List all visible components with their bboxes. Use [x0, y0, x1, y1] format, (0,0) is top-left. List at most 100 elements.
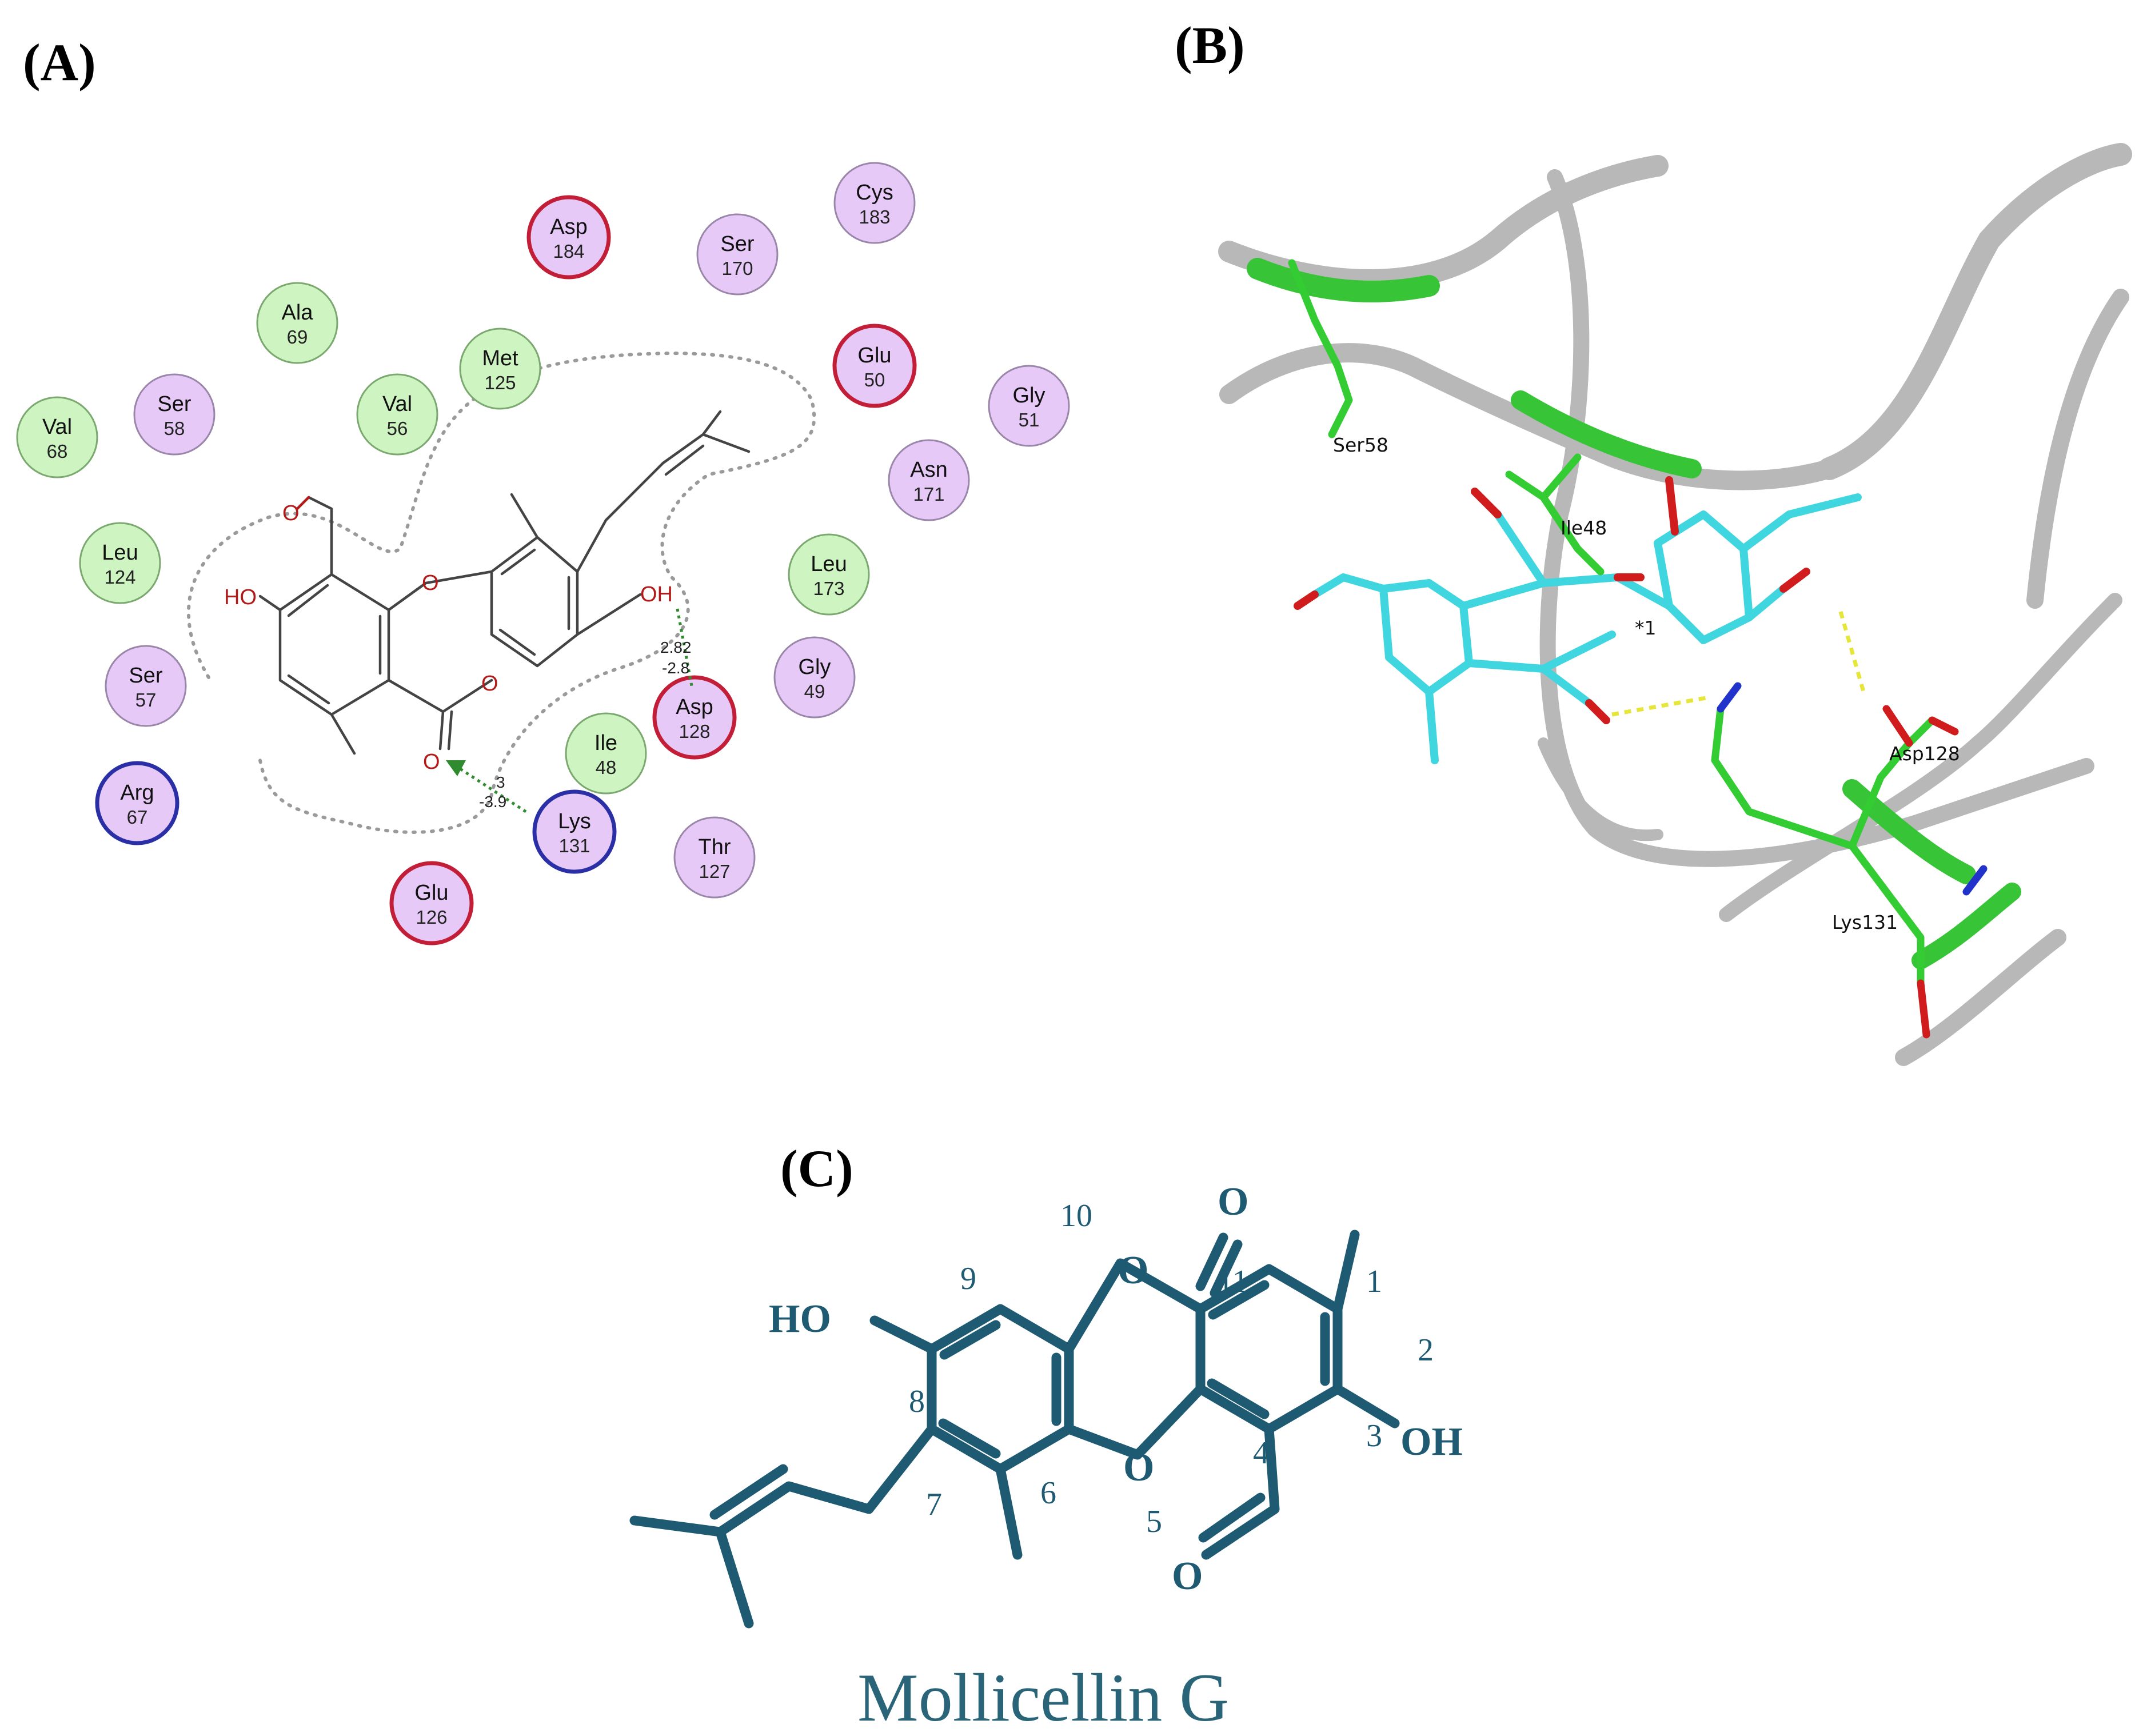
ligand-left-ring [278, 573, 390, 716]
hbond-dashes-3d [1611, 611, 1866, 717]
residue-circle [652, 675, 737, 760]
structure-aldehyde [1201, 1424, 1280, 1560]
residue-name: Leu [102, 541, 138, 565]
residue-name: Ile [594, 731, 617, 755]
atom-number-8: 8 [909, 1384, 925, 1419]
label-lys131: Lys131 [1832, 911, 1898, 933]
residue-heteroatoms [1717, 682, 1988, 1039]
ligand-prenyl-chain [576, 410, 751, 573]
residue-number: 48 [596, 757, 617, 778]
ribbon-2 [1539, 169, 2094, 867]
ribbon-8 [1895, 929, 2066, 1066]
asp-od-stick-1 [1928, 716, 1959, 736]
residue-number: 51 [1019, 409, 1040, 430]
ligand-hydroxyl-bond-left [258, 594, 282, 612]
hbond-arrowhead [446, 760, 466, 776]
ligand-ether-o-label: O [422, 571, 439, 595]
residue-name: Arg [120, 781, 154, 805]
residue-circle [256, 282, 338, 364]
residue-circle [696, 213, 779, 296]
asp-od-stick-2 [1882, 705, 1913, 747]
ribbon-7 [1538, 737, 1663, 841]
binding-pocket-outline [187, 352, 816, 834]
structure-ho-label: HO [769, 1297, 831, 1341]
ligand-aldehyde-bond [307, 496, 333, 576]
ile48-sticks [1505, 453, 1605, 576]
residue-name: Asp [550, 215, 587, 239]
atom-number-11: 11 [1218, 1264, 1248, 1299]
atom-number-7: 7 [926, 1487, 942, 1522]
structure-methyl-1 [1332, 1230, 1360, 1314]
residue-number: 50 [864, 369, 885, 390]
panel-c-label: (C) [780, 1139, 853, 1198]
atom-number-9: 9 [960, 1261, 976, 1296]
atom-number-3: 3 [1366, 1418, 1382, 1454]
residue-name: Glu [857, 344, 891, 368]
distance-label-3: 3 [496, 773, 505, 791]
label-asp128: Asp128 [1889, 743, 1960, 765]
structure-aldehyde-double [1198, 1492, 1266, 1543]
ligand-left-ring-double-bonds [287, 584, 382, 705]
structure-carbonyl-o-label: O [1218, 1180, 1248, 1224]
residue-number: 126 [416, 907, 447, 928]
atom-number-4: 4 [1253, 1435, 1269, 1471]
label-star1: *1 [1635, 617, 1657, 639]
structure-ether-bridge [1064, 1384, 1206, 1460]
residue-circle [773, 636, 856, 719]
atom-number-10: 10 [1060, 1198, 1092, 1234]
residue-name: Asn [910, 458, 947, 482]
ribbon-5 [2026, 289, 2129, 609]
residue-number: 69 [287, 326, 308, 348]
panel-b-label: (B) [1175, 16, 1245, 74]
lys131-sticks [1711, 705, 1925, 987]
residue-number: 183 [859, 206, 890, 228]
residue-sticks [1288, 259, 1936, 987]
residue-name: Ser [720, 232, 754, 256]
residue-number: 58 [164, 418, 185, 439]
residue-circle [133, 373, 216, 456]
residue-lys-131: Lys131 [532, 789, 617, 874]
residue-circle [79, 522, 161, 604]
residue-name: Thr [699, 835, 731, 859]
residue-asp-128: Asp128 [652, 675, 737, 760]
residue-name: Ser [157, 392, 191, 416]
oxygen-stick-6 [1665, 476, 1679, 536]
residue-circle [788, 533, 870, 616]
distance-label-2: -2.8 [662, 659, 689, 677]
structure-oh-label: OH [1400, 1420, 1463, 1464]
residue-number: 127 [699, 861, 730, 882]
ligand-aldehyde-double [296, 496, 310, 510]
residue-number: 56 [387, 418, 408, 439]
residue-name: Val [42, 415, 72, 439]
residue-number: 57 [135, 689, 157, 711]
atom-number-6: 6 [1040, 1475, 1056, 1511]
ribbon-6 [1719, 593, 2122, 922]
ligand-aldehyde-o-label: O [282, 501, 300, 525]
residue-circle [16, 396, 98, 478]
ligand-3d-heteroatoms [1294, 476, 1810, 724]
ligand-hydroxyl-bond-right [576, 593, 642, 636]
residue-name: Ser [129, 664, 162, 688]
oxygen-stick-4 [1779, 568, 1810, 593]
residue-circle [988, 365, 1070, 447]
residue-number: 49 [804, 681, 825, 702]
ribbon-green-1 [1247, 258, 1440, 302]
distance-label-1: 2.82 [660, 638, 692, 656]
residue-name: Val [382, 392, 412, 416]
residue-circle [832, 324, 917, 408]
oxygen-stick-2 [1585, 699, 1610, 724]
ligand-3d-sticks [1311, 493, 1862, 764]
residue-number: 173 [813, 578, 844, 599]
lys-nz-stick [1717, 682, 1742, 713]
ribbon-4 [1818, 143, 2132, 480]
